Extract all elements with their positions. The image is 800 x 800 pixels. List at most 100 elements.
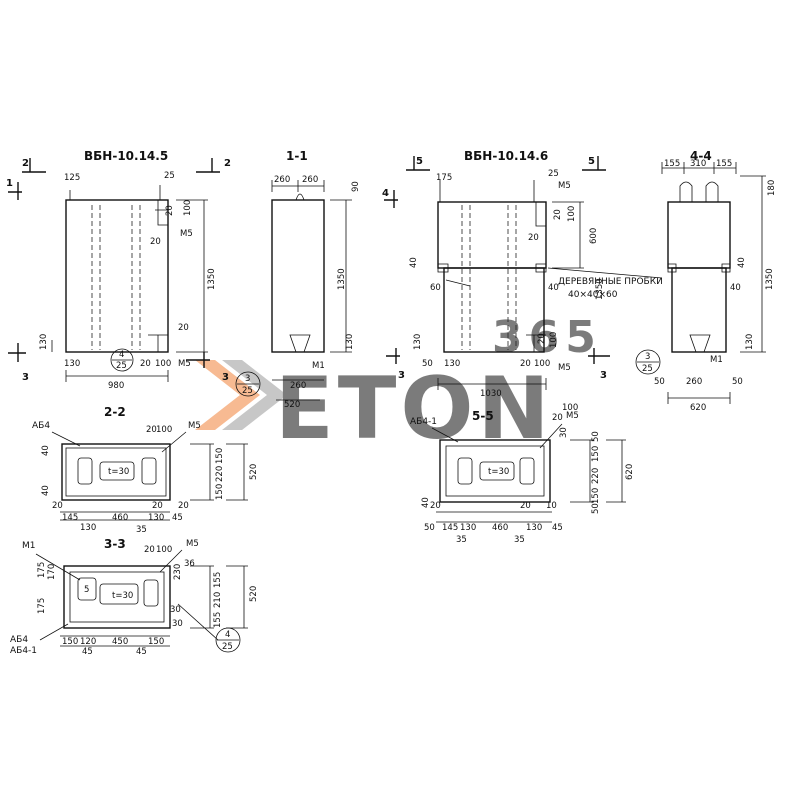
cut-marker-3-left: 3 bbox=[386, 348, 405, 381]
dim-text: 150 bbox=[62, 637, 78, 647]
dim-text: 130 bbox=[460, 523, 476, 533]
dim-text: 450 bbox=[112, 637, 128, 647]
wooden-plugs-size: 40×40×60 bbox=[568, 290, 618, 300]
dim-text: 125 bbox=[64, 173, 80, 183]
dim-text: 145 bbox=[442, 523, 458, 533]
dim-text: 220 bbox=[591, 468, 601, 484]
dim-text: 130 bbox=[64, 359, 80, 369]
dim-label-m5: М5 bbox=[178, 359, 191, 369]
dim-text: 155 bbox=[213, 572, 223, 588]
dim-text: 130 bbox=[345, 334, 355, 350]
dim-text: 260 bbox=[686, 377, 702, 387]
section-outline bbox=[61, 443, 171, 501]
dim-text: 20 bbox=[146, 425, 157, 435]
dim-label-m1: М1 bbox=[710, 355, 723, 365]
section-5-5-title: 5-5 bbox=[472, 409, 494, 423]
callout-number: 4 bbox=[225, 630, 230, 640]
dim-text: 310 bbox=[690, 159, 706, 169]
dim-text: 20 bbox=[140, 359, 151, 369]
block-lower-outline bbox=[443, 267, 545, 353]
dim-text: 45 bbox=[172, 513, 183, 523]
watermark-chevron-icon bbox=[195, 360, 287, 430]
dim-text: 30 bbox=[170, 605, 181, 615]
rebar-label: АБ4-1 bbox=[410, 417, 437, 427]
dim-text: 260 bbox=[302, 175, 318, 185]
cut-marker-2-left: 2 bbox=[22, 158, 46, 173]
dim-text: 20 bbox=[178, 323, 189, 333]
dim-text: 155 bbox=[213, 612, 223, 628]
dim-text: 150 bbox=[591, 446, 601, 462]
callout-sheet: 25 bbox=[116, 361, 127, 371]
dim-text: 100 bbox=[534, 359, 550, 369]
cut-label: 2 bbox=[224, 158, 231, 169]
dim-label-m5: М5 bbox=[558, 181, 571, 191]
dim-text: 260 bbox=[274, 175, 290, 185]
cut-label: 3 bbox=[398, 370, 405, 381]
block-lower-outline bbox=[671, 267, 727, 353]
block-outline bbox=[271, 199, 325, 353]
dim-text: 145 bbox=[62, 513, 78, 523]
dim-text: 35 bbox=[136, 525, 147, 535]
cut-label: 2 bbox=[22, 158, 29, 169]
dim-text: 460 bbox=[112, 513, 128, 523]
callout-sheet: 25 bbox=[642, 364, 653, 374]
cut-marker-5-right: 5 bbox=[582, 156, 606, 171]
cut-marker-5-left: 5 bbox=[406, 156, 430, 171]
view-section-4-4: 4-4 155 310 155 180 1350 40 40 130 М1 50… bbox=[635, 149, 777, 413]
dim-text: 40 bbox=[409, 257, 419, 268]
dim-text: 460 bbox=[492, 523, 508, 533]
view-b-title: 1-1 bbox=[286, 149, 308, 163]
dim-text: 220 bbox=[215, 466, 225, 482]
dim-text: 40 bbox=[730, 283, 741, 293]
dim-text: 36 bbox=[184, 559, 195, 569]
depth-label: t=30 bbox=[488, 467, 509, 477]
small-label: 5 bbox=[84, 585, 89, 595]
dim-text: 100 bbox=[183, 200, 193, 216]
dim-text: 175 bbox=[436, 173, 452, 183]
dim-text: 150 bbox=[215, 484, 225, 500]
cut-label: 3 bbox=[22, 372, 29, 383]
dim-text: 40 bbox=[548, 283, 559, 293]
view-c-title: ВБН-10.14.6 bbox=[464, 149, 548, 163]
dim-text: 50 bbox=[591, 503, 601, 514]
dim-text: 30 bbox=[559, 427, 569, 438]
rebar-label: АБ4 bbox=[10, 635, 28, 645]
cut-marker-1: 1 bbox=[6, 178, 22, 200]
callout-number: 4 bbox=[119, 350, 124, 360]
dim-text: 1350 bbox=[337, 268, 347, 290]
callout-sheet: 25 bbox=[242, 386, 253, 396]
dim-text: 130 bbox=[413, 334, 423, 350]
view-vbn-10-14-5: ВБН-10.14.5 2 2 1 3 3 125 25 20 bbox=[6, 149, 231, 391]
dim-text: 175 bbox=[37, 598, 47, 614]
dim-text: 40 bbox=[737, 257, 747, 268]
dim-text: 150 bbox=[591, 488, 601, 504]
dim-text: 100 bbox=[155, 359, 171, 369]
dim-text: 20 bbox=[52, 501, 63, 511]
section-outline bbox=[439, 439, 551, 503]
dim-text: 40 bbox=[421, 497, 431, 508]
detail-callout: 3 25 bbox=[635, 349, 661, 375]
dim-text: 40 bbox=[41, 485, 51, 496]
detail-callout: 4 25 bbox=[215, 627, 241, 653]
section-2-2-title: 2-2 bbox=[104, 405, 126, 419]
dim-text: 20 bbox=[520, 501, 531, 511]
wooden-plugs-note: ДЕРЕВЯННЫЕ ПРОБКИ bbox=[558, 277, 663, 287]
dim-text: 620 bbox=[625, 464, 635, 480]
view-section-1-1: 1-1 260 260 90 1350 130 М1 260 520 3 25 bbox=[235, 149, 361, 410]
dim-text: 1350 bbox=[207, 268, 217, 290]
section-5-5: 5-5 t=30 АБ4-1 М5 20 100 30 50 150 220 1… bbox=[410, 403, 635, 545]
dim-text: 20 bbox=[553, 209, 563, 220]
dim-text: 35 bbox=[514, 535, 525, 545]
block-upper-outline bbox=[667, 201, 731, 269]
dim-text: 175 bbox=[37, 562, 47, 578]
dim-text: 170 bbox=[47, 564, 57, 580]
dim-text: 130 bbox=[80, 523, 96, 533]
dim-text: 210 bbox=[213, 592, 223, 608]
dim-text: 520 bbox=[249, 464, 259, 480]
rebar-label: АБ4 bbox=[32, 421, 50, 431]
dim-text: 620 bbox=[690, 403, 706, 413]
section-3-3-title: 3-3 bbox=[104, 537, 126, 551]
cut-label: 3 bbox=[222, 372, 229, 383]
detail-callout: 4 25 bbox=[110, 348, 134, 372]
